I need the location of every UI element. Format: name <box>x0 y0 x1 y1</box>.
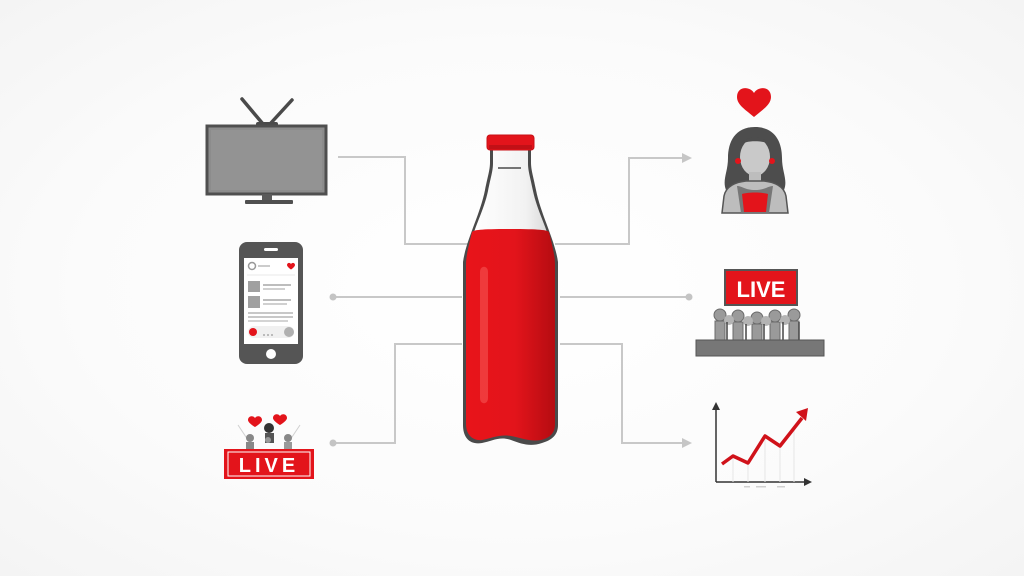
heart-icon <box>737 88 771 117</box>
connector-dot <box>329 293 337 301</box>
connector-dots <box>329 293 693 447</box>
connector-bottle-to-chart <box>560 343 692 448</box>
connector-dot <box>329 439 337 447</box>
connector-dot <box>685 293 693 301</box>
connectors <box>333 153 692 448</box>
live-badge-text: LIVE <box>239 455 299 477</box>
connector-tv-to-bottle <box>338 156 470 245</box>
stage-platform <box>695 339 825 357</box>
live-event-crowd-icon: LIVE <box>695 269 825 357</box>
heart-icon <box>248 416 262 427</box>
red-soda-bottle-icon <box>463 134 558 445</box>
live-badge <box>224 449 314 479</box>
live-stream-audience-icon: LIVE <box>224 414 314 479</box>
profile-avatar-icon <box>247 261 257 271</box>
connector-live-to-bottle <box>333 343 462 444</box>
heart-icon <box>287 262 295 270</box>
smartphone-icon <box>239 242 303 364</box>
woman-with-heart-icon <box>721 88 789 214</box>
live-sign-text: LIVE <box>737 277 786 302</box>
heart-icon <box>273 414 287 425</box>
rising-trend-chart-icon <box>712 402 812 488</box>
live-sign <box>724 269 798 306</box>
television-icon <box>205 97 328 204</box>
connector-bottle-to-influencer <box>555 153 692 245</box>
